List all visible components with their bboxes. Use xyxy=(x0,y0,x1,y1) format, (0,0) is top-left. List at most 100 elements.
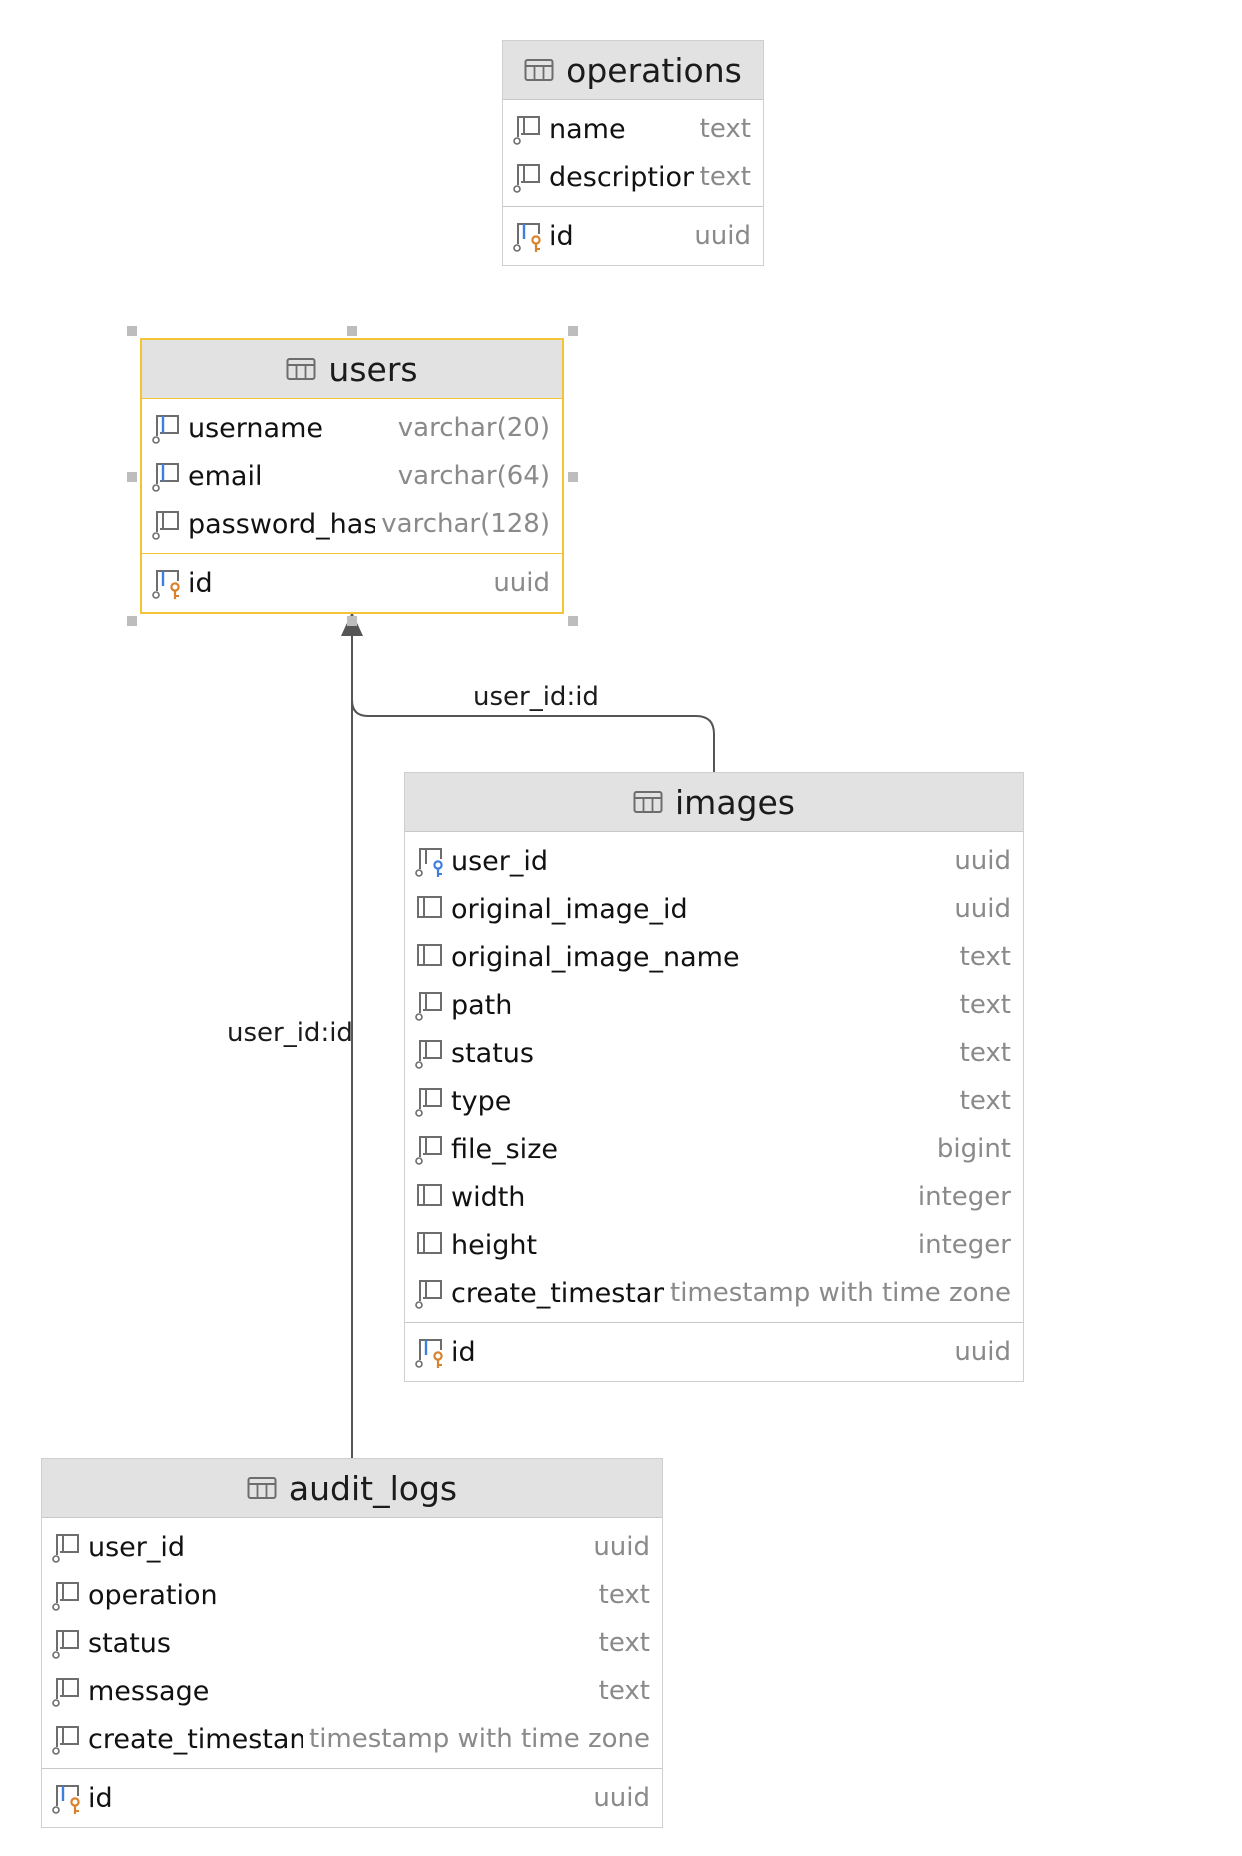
column-notnull-icon xyxy=(413,1228,447,1262)
column-name: user_id xyxy=(88,1531,186,1563)
table-title: images xyxy=(675,782,795,822)
column-type: timestamp with time zone xyxy=(670,1278,1011,1308)
table-title: operations xyxy=(566,50,742,90)
column-nullable-icon xyxy=(50,1626,84,1660)
selection-handle-bottom-right[interactable] xyxy=(568,616,578,626)
column-nullable-icon xyxy=(413,1276,447,1310)
primary-key-icon xyxy=(413,1335,447,1369)
column-nullable-icon xyxy=(50,1530,84,1564)
table-title: users xyxy=(328,349,418,389)
column-name: description xyxy=(549,161,694,193)
column-type: bigint xyxy=(936,1134,1011,1164)
column-notnull-icon xyxy=(413,892,447,926)
column-nullable-icon xyxy=(413,1132,447,1166)
column-nullable-icon xyxy=(511,160,545,194)
selection-handle-bottom-left[interactable] xyxy=(127,616,137,626)
selection-handle-right[interactable] xyxy=(568,472,578,482)
column-name: original_image_id xyxy=(451,893,688,925)
column-name: height xyxy=(451,1229,538,1261)
selection-handle-left[interactable] xyxy=(127,472,137,482)
column-nullable-icon xyxy=(413,1036,447,1070)
column-name: create_timestamp xyxy=(88,1723,304,1755)
relation-label-images-users: user_id:id xyxy=(473,682,599,712)
column-name: create_timestamp xyxy=(451,1277,664,1309)
table-header[interactable]: operations xyxy=(503,41,763,100)
column-notnull-icon xyxy=(413,1180,447,1214)
column-name: id xyxy=(88,1782,113,1814)
unique-column-icon xyxy=(150,411,184,445)
column-type: varchar(128) xyxy=(381,509,550,539)
column-row-audit-logs-id[interactable]: id uuid xyxy=(42,1774,662,1822)
column-type: text xyxy=(959,1038,1011,1068)
column-name: width xyxy=(451,1181,526,1213)
column-name: name xyxy=(549,113,626,145)
table-header[interactable]: audit_logs xyxy=(42,1459,662,1518)
table-header[interactable]: users xyxy=(142,340,562,399)
column-type: integer xyxy=(917,1230,1011,1260)
unique-column-icon xyxy=(150,459,184,493)
selection-handle-top[interactable] xyxy=(347,326,357,336)
column-name: user_id xyxy=(451,845,549,877)
column-name: path xyxy=(451,989,513,1021)
column-type: text xyxy=(959,990,1011,1020)
column-row-images-create-timestamp[interactable]: create_timestamptimestamp with time zone xyxy=(405,1269,1023,1317)
column-type: uuid xyxy=(694,221,751,251)
column-name: id xyxy=(451,1336,476,1368)
column-type: text xyxy=(959,1086,1011,1116)
table-icon xyxy=(524,58,554,82)
column-type: uuid xyxy=(954,846,1011,876)
primary-key-icon xyxy=(50,1781,84,1815)
column-type: text xyxy=(598,1628,650,1658)
column-type: text xyxy=(699,114,751,144)
column-name: type xyxy=(451,1085,512,1117)
column-row-operations-name[interactable]: name text xyxy=(503,105,763,153)
column-row-images-user-id[interactable]: user_id uuid xyxy=(405,837,1023,885)
selection-handle-bottom[interactable] xyxy=(347,616,357,626)
column-name: id xyxy=(188,567,213,599)
column-type: varchar(20) xyxy=(397,413,550,443)
column-type: timestamp with time zone xyxy=(309,1724,650,1754)
column-nullable-icon xyxy=(50,1578,84,1612)
column-type: text xyxy=(699,162,751,192)
table-icon xyxy=(633,790,663,814)
selection-handle-top-right[interactable] xyxy=(568,326,578,336)
selection-handle-top-left[interactable] xyxy=(127,326,137,336)
column-type: varchar(64) xyxy=(397,461,550,491)
column-row-audit-logs-create-timestamp[interactable]: create_timestamptimestamp with time zone xyxy=(42,1715,662,1763)
column-nullable-icon xyxy=(50,1722,84,1756)
column-row-images-path[interactable]: path text xyxy=(405,981,1023,1029)
column-row-images-height[interactable]: height integer xyxy=(405,1221,1023,1269)
column-nullable-icon xyxy=(413,1084,447,1118)
column-row-images-type[interactable]: type text xyxy=(405,1077,1023,1125)
table-header[interactable]: images xyxy=(405,773,1023,832)
column-type: uuid xyxy=(593,1783,650,1813)
